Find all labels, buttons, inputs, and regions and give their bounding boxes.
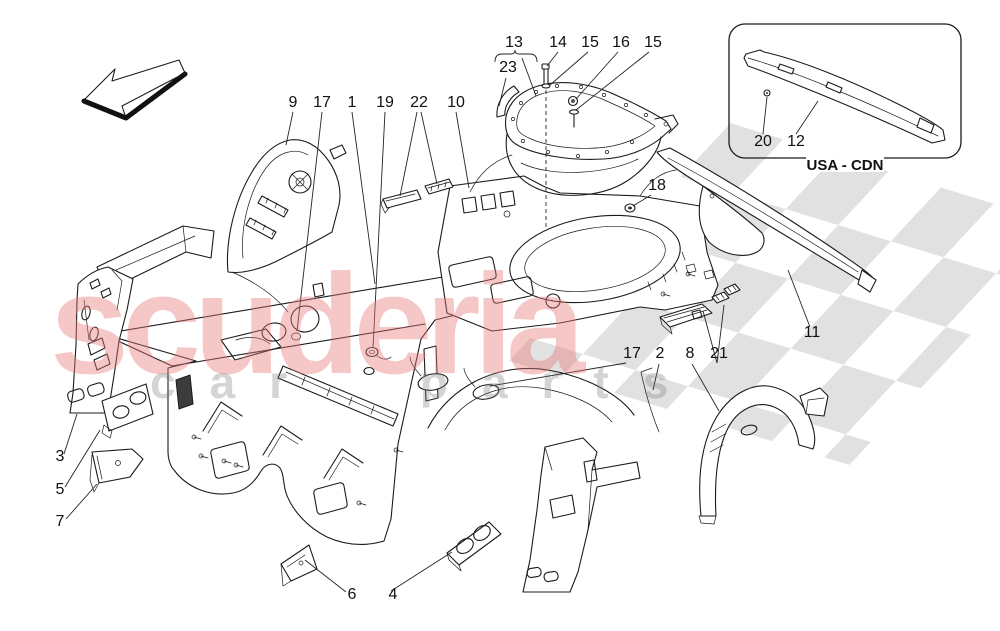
callout-15: 15: [644, 34, 662, 51]
part-gusset-7: [91, 448, 144, 484]
part-left-pillar-group: [67, 225, 215, 493]
callout-19: 19: [376, 94, 394, 111]
callout-13: 13: [505, 34, 523, 51]
callout-3: 3: [56, 448, 65, 465]
part-wheelhouse-9: [226, 139, 347, 313]
inset-caption: USA - CDN: [807, 157, 884, 174]
part-trunk-tub-13: [496, 63, 679, 213]
callout-8: 8: [686, 345, 695, 362]
callout-6: 6: [348, 586, 357, 603]
callout-7: 7: [56, 513, 65, 530]
leader-lines: [63, 49, 819, 593]
callout-16: 16: [612, 34, 630, 51]
part-rails-22: [380, 178, 454, 214]
callout-1: 1: [348, 94, 357, 111]
direction-arrow-icon: [81, 59, 188, 121]
callout-12: 12: [787, 133, 805, 150]
part-arch-liner-8: [698, 385, 829, 525]
part-sill-11: [656, 147, 877, 293]
callout-2: 2: [656, 345, 665, 362]
part-right-quarter-group: [427, 367, 660, 593]
callout-labels: 9 17 1 19 22 10 13 23 14 15 16 15 18 11 17 2 8 21 3 5 7 6 4 20 1…: [56, 34, 821, 603]
callout-22: 22: [410, 94, 428, 111]
callout-9: 9: [289, 94, 298, 111]
part-beam-12: [743, 49, 946, 144]
callout-17: 17: [313, 94, 331, 111]
callout-21: 21: [710, 345, 728, 362]
callout-18: 18: [648, 177, 666, 194]
callout-4: 4: [389, 586, 398, 603]
part-rails-2-21: [659, 283, 741, 335]
callout-17: 17: [623, 345, 641, 362]
callout-11: 11: [804, 324, 821, 341]
part-rear-structural-panel: [102, 276, 529, 545]
callout-10: 10: [447, 94, 465, 111]
inset-box-usa-cdn: USA - CDN: [728, 23, 962, 174]
callout-15: 15: [581, 34, 599, 51]
fastener-clip-icons: [191, 434, 404, 506]
callout-14: 14: [549, 34, 567, 51]
callout-23: 23: [499, 59, 517, 76]
callout-20: 20: [754, 133, 772, 150]
callout-5: 5: [56, 481, 65, 498]
part-plate-4: [446, 521, 502, 566]
part-shelf-frame-10: [291, 154, 719, 400]
